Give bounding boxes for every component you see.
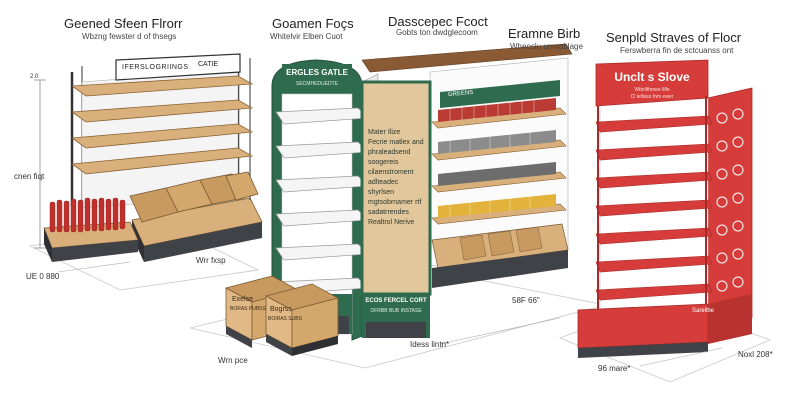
dim-leader-left [57, 261, 131, 273]
front-bin-pair [224, 275, 340, 356]
panel-text-line: Realtrol Nerive [368, 219, 415, 226]
unit3-subtitle: Gobts ton dwdglecoom [396, 28, 478, 37]
red-header-sub2: Cl lellsiss fnm ewer [630, 94, 674, 100]
unit1-title: Geened Sfeen Flrorr [64, 16, 183, 31]
wire-header-right: CATIE [198, 61, 219, 68]
bin1-sublabel: BORAS PUBSS [230, 306, 266, 312]
unit1-subtitle: Wbzng fewster d of thsegs [82, 32, 177, 41]
height-label: cnen fiqt [14, 172, 45, 181]
unit4-title: Eramne Birb [508, 26, 581, 41]
unit3-title: Dasscepec Fcoct [388, 14, 488, 29]
dim-red-right-label: Noxl 208* [738, 350, 773, 359]
dim-red-label: 96 mare* [598, 364, 631, 373]
unit2-title: Goamen Foçs [272, 16, 354, 31]
panel-text-line: shyrlsen [368, 189, 395, 196]
green-header-title: ERGLES GATLE [286, 68, 348, 77]
wire-header-left: IFERSLOGRIINGS [122, 64, 189, 71]
panel-text-line: adlteadec [368, 179, 399, 186]
panel-text-line: soogereis [368, 159, 399, 166]
dim-bins-label: Wrn pce [218, 356, 248, 365]
gondola-unit [360, 43, 573, 338]
red-header-sub: Wttellthmee lilfe [634, 87, 670, 93]
dim-left-label: UE 0 880 [26, 272, 60, 281]
dim-center-label: Idess lintn* [410, 340, 450, 349]
red-shelf-unit [577, 59, 753, 358]
product-rows [438, 98, 556, 218]
panel-text-line: phraleadsend [368, 149, 411, 156]
height-tick-label: 2.0 [30, 74, 39, 80]
panel-text-line: Fecrie matlex and [368, 139, 424, 146]
panel-text-line: cilaenstroment [368, 169, 414, 176]
red-header-title: Unclt s Slove [614, 70, 690, 84]
unit5-subtitle: Ferswberra fin de sctcuanss ont [620, 46, 734, 55]
side-icon-grid [716, 108, 744, 292]
unit4-subtitle: Wheeslu unmablage [510, 42, 583, 51]
wire-shelf-unit [43, 53, 263, 262]
panel-text-line: Mater Ilize [368, 129, 401, 136]
panel-text-line: sadatrrendes [368, 209, 409, 216]
green-base-title: ECOS FERCEL CORT [365, 298, 427, 304]
bin2-label: Bogrss [270, 306, 292, 313]
unit5-title: Senpld Straves of Flocr [606, 30, 742, 45]
dim-wire-label: Wrr fxsp [196, 256, 226, 265]
bin1-label: Exelse [232, 296, 254, 303]
green-base-sub: OFRBB BUB INSTASE [370, 308, 422, 314]
dim-leader-center [439, 317, 561, 345]
unit2-subtitle: Whitelvir Elben Cuot [270, 32, 343, 41]
dim-center-right-label: 58F 66" [512, 296, 540, 305]
bin2-sublabel: BOIRAS SUBS [268, 316, 302, 322]
red-base-label: Sarellbe [692, 308, 715, 314]
green-header-sub: SECMHEDUEDTE [296, 81, 338, 87]
panel-text-line: mgtsobrnamer rtf [368, 199, 422, 206]
dim-leader-red [639, 347, 723, 367]
